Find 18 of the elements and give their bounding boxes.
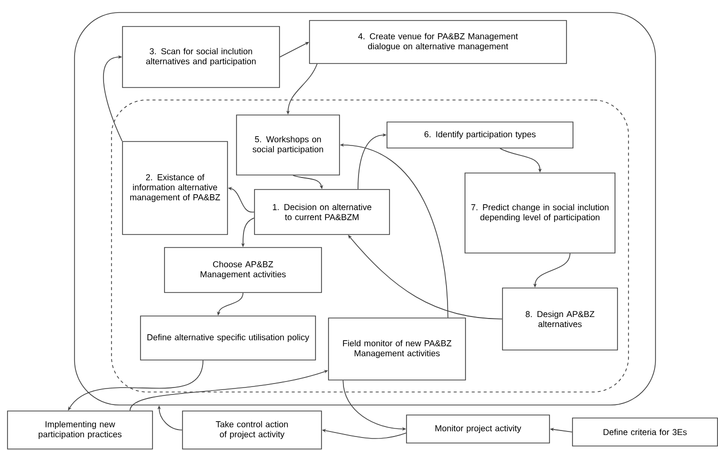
dashed-frame (111, 100, 629, 392)
process-box: Monitor project activity (406, 414, 550, 444)
process-box: 8. Design AP&BZ alternatives (502, 288, 618, 350)
process-box: Take control action of project activity (182, 410, 322, 450)
process-box: Define alternative specific utilisation policy (140, 316, 316, 360)
process-box: Choose AP&BZ Management activities (164, 247, 322, 293)
process-box: 7. Predict change in social inclution depending level of participation (464, 172, 616, 254)
rounded-frame (74, 12, 656, 406)
process-box: Implementing new participation practices (7, 410, 153, 450)
process-box: 6. Identify participation types (386, 122, 574, 148)
process-box: 5. Workshops on social participation (236, 114, 340, 176)
process-box: 3. Scan for social inclution alternatives and participation (122, 26, 280, 88)
process-box: Define criteria for 3Es (572, 418, 718, 446)
process-box: 4. Create venue for PA&BZ Management dialogue on alternative management (309, 20, 567, 64)
arrow (103, 55, 122, 142)
process-box: Field monitor of new PA&BZ Management activities (328, 318, 466, 380)
process-box: 1. Decision on alternative to current PA&BZM (254, 189, 390, 235)
process-box: 2. Existance of information alternative management of PA&BZ (122, 141, 228, 235)
